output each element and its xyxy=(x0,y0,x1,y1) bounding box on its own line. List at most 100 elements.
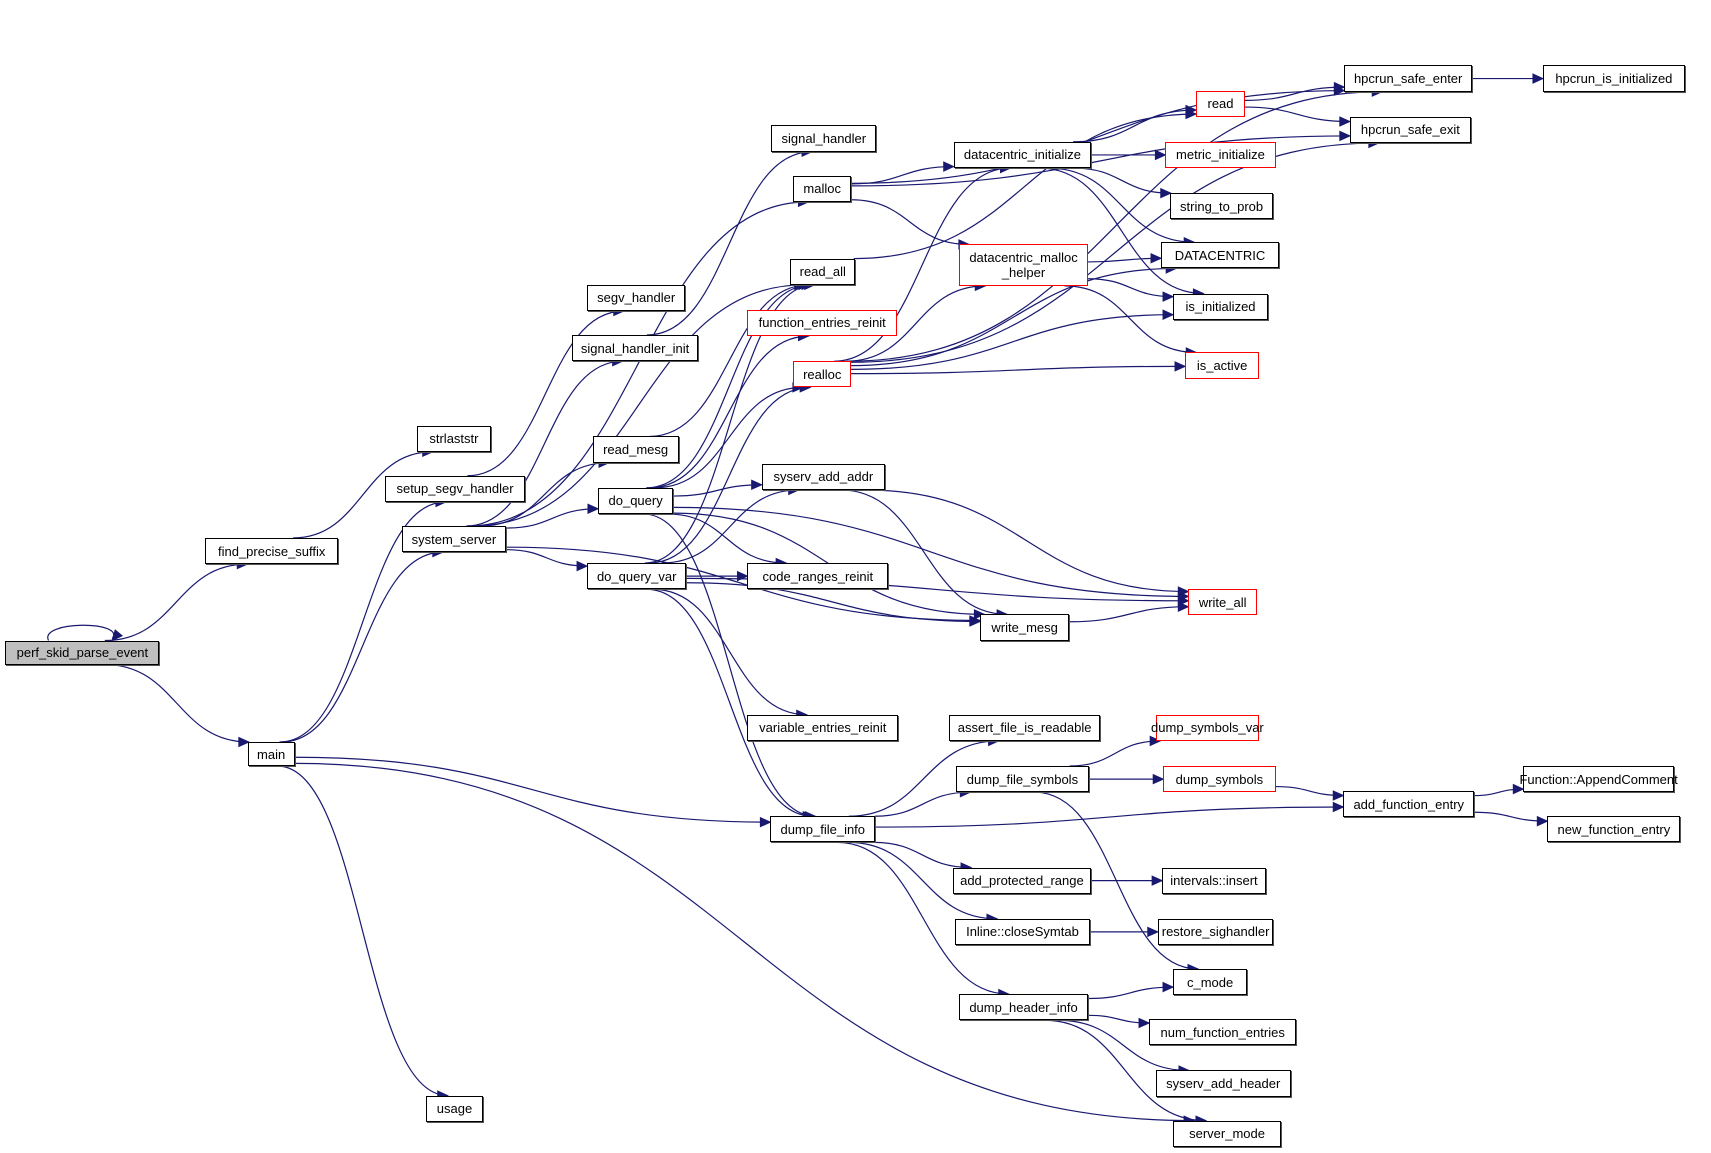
edge-do-query-to-read-all xyxy=(646,284,813,489)
node-do-query-var[interactable]: do_query_var xyxy=(587,563,687,590)
node-code-ranges-reinit[interactable]: code_ranges_reinit xyxy=(747,563,889,590)
edge-dump-file-symbols-to-dump-symbols-var-arrowhead xyxy=(1149,735,1162,747)
node-datacentric-initialize[interactable]: datacentric_initialize xyxy=(953,141,1092,169)
edge-do-query-var-to-syserv-add-addr xyxy=(661,489,799,564)
edge-system-server-to-do-query-var xyxy=(506,549,588,567)
edge-realloc-to-is-active-arrowhead xyxy=(1174,361,1187,372)
edge-malloc-to-datacentric-malloc-helper xyxy=(851,199,969,246)
edge-malloc-to-hpcrun-safe-exit-arrowhead xyxy=(1339,130,1352,142)
edge-system-server-to-do-query-var-arrowhead xyxy=(576,560,589,572)
edge-find-precise-suffix-to-strlaststr xyxy=(292,451,433,539)
edge-read-all-to-read xyxy=(853,113,1196,260)
node-c-mode[interactable]: c_mode xyxy=(1173,968,1248,996)
edge-dump-file-info-to-assert-file-is-readable xyxy=(848,740,999,817)
node-dump-symbols[interactable]: dump_symbols xyxy=(1163,766,1276,793)
node-restore-sighandler[interactable]: restore_sighandler xyxy=(1157,918,1274,945)
node-realloc[interactable]: realloc xyxy=(793,361,852,388)
edge-realloc-to-datacentric xyxy=(851,267,1177,367)
node-add-protected-range[interactable]: add_protected_range xyxy=(952,867,1092,894)
edge-datacentric-initialize-to-read-arrowhead xyxy=(1185,104,1198,116)
node-write-mesg[interactable]: write_mesg xyxy=(979,614,1070,641)
node-dump-symbols-var[interactable]: dump_symbols_var xyxy=(1151,714,1264,741)
edge-syserv-add-addr-to-write-mesg xyxy=(840,489,1008,615)
edge-datacentric-initialize-to-string-to-prob xyxy=(1073,167,1171,194)
edge-main-to-dump-file-info-arrowhead xyxy=(759,816,772,828)
edge-do-query-to-realloc xyxy=(654,386,803,489)
node-read[interactable]: read xyxy=(1195,90,1246,117)
node-syserv-add-addr[interactable]: syserv_add_addr xyxy=(761,463,885,490)
node-signal-handler[interactable]: signal_handler xyxy=(771,125,877,152)
edge-main-to-server-mode xyxy=(294,762,1195,1122)
node-dump-header-info[interactable]: dump_header_info xyxy=(959,994,1088,1021)
node-do-query[interactable]: do_query xyxy=(597,487,674,514)
edge-add-function-entry-to-function-appendcomment-arrowhead xyxy=(1512,783,1525,795)
node-system-server[interactable]: system_server xyxy=(401,525,507,553)
node-find-precise-suffix[interactable]: find_precise_suffix xyxy=(205,537,339,565)
edge-dump-file-info-to-add-function-entry-arrowhead xyxy=(1332,801,1345,813)
edge-dump-file-info-to-dump-header-info xyxy=(837,841,1009,995)
node-strlaststr[interactable]: strlaststr xyxy=(416,425,492,452)
node-assert-file-is-readable[interactable]: assert_file_is_readable xyxy=(949,714,1100,741)
node-read-mesg[interactable]: read_mesg xyxy=(592,436,679,463)
node-hpcrun-is-initialized[interactable]: hpcrun_is_initialized xyxy=(1542,65,1685,92)
edge-do-query-to-syserv-add-addr-arrowhead xyxy=(751,479,763,491)
edge-main-to-usage xyxy=(277,765,448,1097)
node-hpcrun-safe-enter[interactable]: hpcrun_safe_enter xyxy=(1344,65,1472,92)
node-dump-file-info[interactable]: dump_file_info xyxy=(770,816,876,843)
node-write-all[interactable]: write_all xyxy=(1188,589,1258,616)
node-num-function-entries[interactable]: num_function_entries xyxy=(1149,1019,1297,1046)
edge-signal-handler-init-to-signal-handler xyxy=(646,151,813,336)
edge-datacentric-malloc-helper-to-datacentric-arrowhead xyxy=(1150,253,1163,264)
edge-system-server-to-malloc xyxy=(467,201,809,527)
edge-perf-skid-parse-event-to-find-precise-suffix xyxy=(104,563,248,642)
node-signal-handler-init[interactable]: signal_handler_init xyxy=(571,334,699,362)
node-malloc[interactable]: malloc xyxy=(793,175,852,202)
node-setup-segv-handler[interactable]: setup_segv_handler xyxy=(385,475,525,502)
node-main[interactable]: main xyxy=(247,742,295,766)
node-metric-initialize[interactable]: metric_initialize xyxy=(1165,141,1276,169)
edge-main-to-system-server xyxy=(281,551,443,743)
node-inline-closesymtab[interactable]: Inline::closeSymtab xyxy=(954,918,1091,945)
node-dump-file-symbols[interactable]: dump_file_symbols xyxy=(955,766,1089,793)
node-function-appendcomment[interactable]: Function::AppendComment xyxy=(1519,766,1678,793)
edge-do-query-to-function-entries-reinit xyxy=(649,335,809,489)
edge-datacentric-initialize-to-string-to-prob-arrowhead xyxy=(1160,187,1172,199)
edge-malloc-to-hpcrun-safe-exit xyxy=(851,135,1350,187)
edge-main-to-dump-file-info xyxy=(294,756,771,823)
edge-read-mesg-to-read-all xyxy=(649,284,809,438)
edge-datacentric-initialize-to-read xyxy=(1073,109,1196,143)
edge-do-query-var-to-read-all xyxy=(644,284,815,564)
node-segv-handler[interactable]: segv_handler xyxy=(587,284,686,311)
node-variable-entries-reinit[interactable]: variable_entries_reinit xyxy=(747,714,899,741)
node-datacentric[interactable]: DATACENTRIC xyxy=(1161,242,1279,269)
edge-write-mesg-to-write-all xyxy=(1069,606,1189,623)
edge-dump-file-symbols-to-dump-symbols-var xyxy=(1069,740,1161,767)
node-new-function-entry[interactable]: new_function_entry xyxy=(1547,816,1681,843)
edge-syserv-add-addr-to-write-all-arrowhead xyxy=(1177,586,1190,597)
edge-syserv-add-addr-to-write-all xyxy=(864,489,1189,593)
edge-read-to-hpcrun-safe-exit xyxy=(1245,106,1350,123)
node-usage[interactable]: usage xyxy=(425,1095,484,1122)
edge-read-to-hpcrun-safe-exit-arrowhead xyxy=(1339,116,1352,127)
node-add-function-entry[interactable]: add_function_entry xyxy=(1343,791,1475,818)
node-syserv-add-header[interactable]: syserv_add_header xyxy=(1155,1070,1291,1097)
edge-dump-file-info-to-add-protected-range xyxy=(873,841,972,869)
edge-do-query-var-to-write-mesg xyxy=(686,582,980,623)
edge-do-query-var-to-write-mesg-arrowhead xyxy=(969,616,982,627)
node-intervals-insert[interactable]: intervals::insert xyxy=(1162,867,1266,894)
node-function-entries-reinit[interactable]: function_entries_reinit xyxy=(747,309,897,337)
edge-realloc-to-datacentric-malloc-helper xyxy=(846,285,986,362)
edge-malloc-to-datacentric-initialize-arrowhead xyxy=(943,161,955,172)
edge-do-query-to-code-ranges-reinit xyxy=(667,513,787,564)
node-hpcrun-safe-exit[interactable]: hpcrun_safe_exit xyxy=(1349,116,1471,143)
node-server-mode[interactable]: server_mode xyxy=(1173,1120,1282,1147)
edge-write-mesg-to-write-all-arrowhead xyxy=(1177,601,1190,612)
node-is-active[interactable]: is_active xyxy=(1185,352,1260,379)
node-string-to-prob[interactable]: string_to_prob xyxy=(1169,193,1274,220)
edge-datacentric-initialize-to-metric-initialize-arrowhead xyxy=(1154,149,1167,161)
node-datacentric-malloc-helper[interactable]: datacentric_malloc _helper xyxy=(959,244,1088,286)
edge-main-to-setup-segv-handler xyxy=(279,501,446,743)
node-is-initialized[interactable]: is_initialized xyxy=(1173,293,1268,320)
node-read-all[interactable]: read_all xyxy=(790,258,856,285)
edge-do-query-to-write-mesg-arrowhead xyxy=(973,609,986,620)
